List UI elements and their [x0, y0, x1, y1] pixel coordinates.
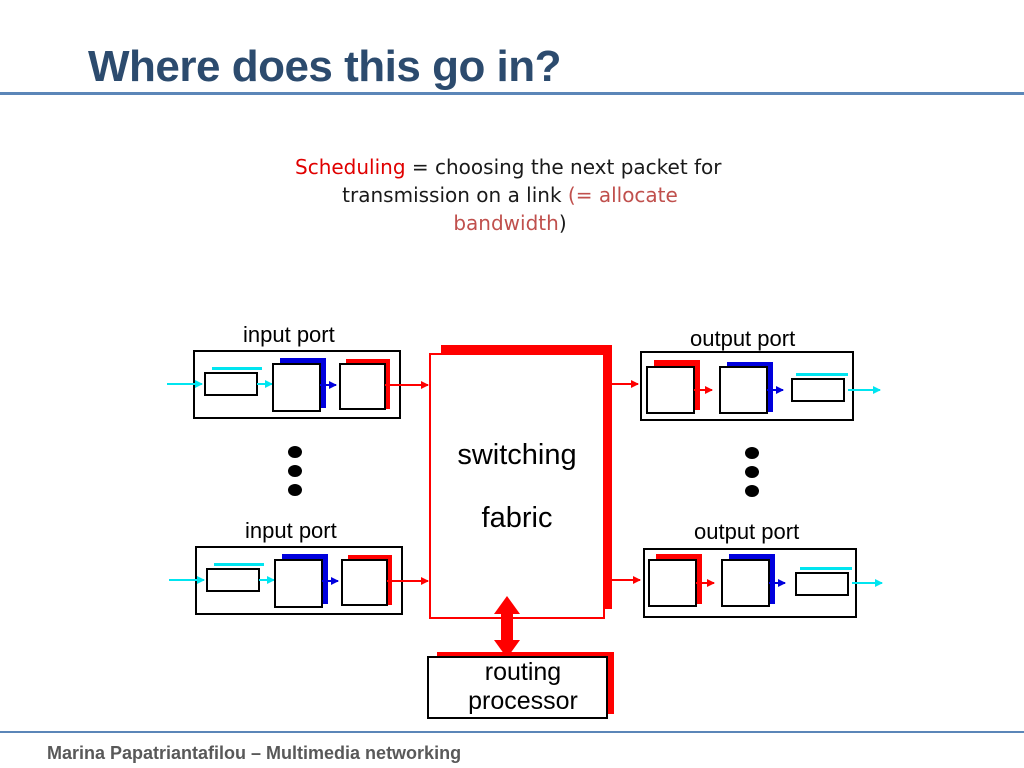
- output-port-bottom: output port: [643, 519, 883, 618]
- line-termination-accent: [212, 367, 262, 370]
- input-port-label: input port: [245, 518, 337, 543]
- definition-term: Scheduling: [295, 155, 406, 179]
- line-termination-accent: [796, 373, 848, 376]
- scheduling-definition: Scheduling = choosing the next packet fo…: [270, 153, 750, 237]
- routing-processor: routing processor: [427, 596, 614, 719]
- routing-label-routing: routing: [485, 658, 561, 686]
- definition-text-1: = choosing the next packet for: [405, 155, 722, 179]
- slide-footer: Marina Papatriantafilou – Multimedia net…: [47, 743, 462, 763]
- fabric-routing-double-arrow: [494, 596, 520, 658]
- ellipsis-right: [745, 447, 759, 497]
- line-termination-block: [206, 568, 260, 592]
- output-port-label: output port: [694, 519, 799, 544]
- routing-box: [427, 656, 608, 719]
- line-termination-accent: [214, 563, 264, 566]
- lookup-queue-block: [339, 363, 386, 410]
- title-divider: [0, 92, 1024, 95]
- definition-line-2: transmission on a link (= allocate: [270, 181, 750, 209]
- line-termination-block: [791, 378, 845, 402]
- fabric-label-fabric: fabric: [482, 502, 553, 534]
- definition-close: ): [558, 211, 567, 235]
- line-termination-accent: [800, 567, 852, 570]
- output-queue-block: [648, 559, 697, 607]
- routing-label-processor: processor: [468, 687, 578, 715]
- definition-paren-2: bandwidth: [453, 211, 559, 235]
- definition-line-1: Scheduling = choosing the next packet fo…: [270, 153, 750, 181]
- ellipsis-left: [288, 446, 302, 496]
- input-port-bottom: input port: [169, 518, 429, 615]
- definition-text-2: transmission on a link: [342, 183, 568, 207]
- input-port-top: input port: [167, 322, 429, 419]
- link-layer-block: [272, 363, 321, 412]
- output-queue-block: [646, 366, 695, 414]
- definition-line-3: bandwidth): [270, 209, 750, 237]
- link-layer-block: [721, 559, 770, 607]
- fabric-box: [429, 353, 605, 619]
- line-termination-block: [795, 572, 849, 596]
- slide-title: Where does this go in?: [88, 42, 562, 91]
- definition-paren: (= allocate: [567, 183, 678, 207]
- footer-divider: [0, 731, 1024, 733]
- lookup-queue-block: [341, 559, 388, 606]
- output-port-top: output port: [640, 326, 881, 421]
- switching-fabric: switching fabric: [429, 345, 612, 619]
- fabric-label-switching: switching: [457, 439, 576, 471]
- link-layer-block: [719, 366, 768, 414]
- line-termination-block: [204, 372, 258, 396]
- input-port-label: input port: [243, 322, 335, 347]
- link-layer-block: [274, 559, 323, 608]
- output-port-label: output port: [690, 326, 795, 351]
